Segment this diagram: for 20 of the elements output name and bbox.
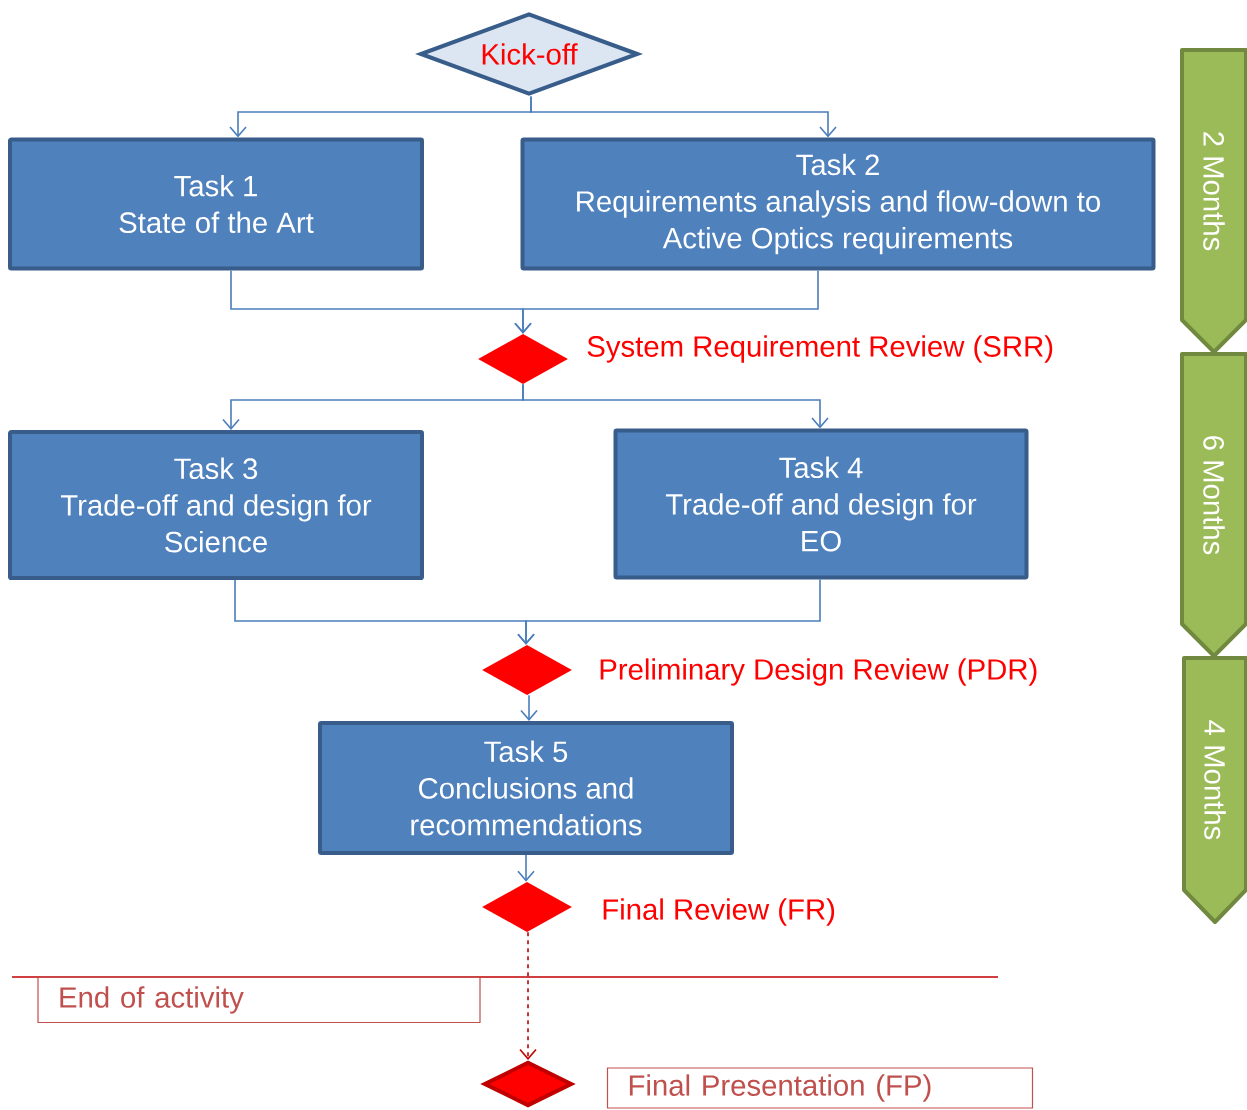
task-box: Task 5 Conclusions and recommendations (318, 721, 734, 855)
note-box: End of activity (37, 976, 481, 1024)
arrow (517, 578, 821, 645)
arrow (519, 931, 537, 1060)
duration-band: 2 Months (1180, 48, 1247, 354)
milestone-label: System Requirement Review (SRR) (587, 335, 1053, 363)
arrow (522, 383, 829, 429)
milestone-label: Preliminary Design Review (PDR) (600, 658, 1037, 686)
task-box: Task 1 State of the Art (8, 137, 424, 271)
arrow (520, 694, 538, 721)
duration-band: 4 Months (1182, 656, 1247, 924)
task-box: Task 2 Requirements analysis and flow-down to Active Optics requirements (520, 137, 1156, 271)
arrow (517, 854, 535, 882)
task-box: Task 3 Trade-off and design for Science (8, 430, 424, 580)
task-box: Task 4 Trade-off and design for EO (613, 428, 1029, 580)
note-box: Final Presentation (FP) (606, 1067, 1034, 1109)
milestone-label: Final Review (FR) (603, 898, 835, 926)
arrow (514, 269, 819, 334)
duration-band: 6 Months (1180, 352, 1247, 658)
arrow (530, 95, 837, 138)
